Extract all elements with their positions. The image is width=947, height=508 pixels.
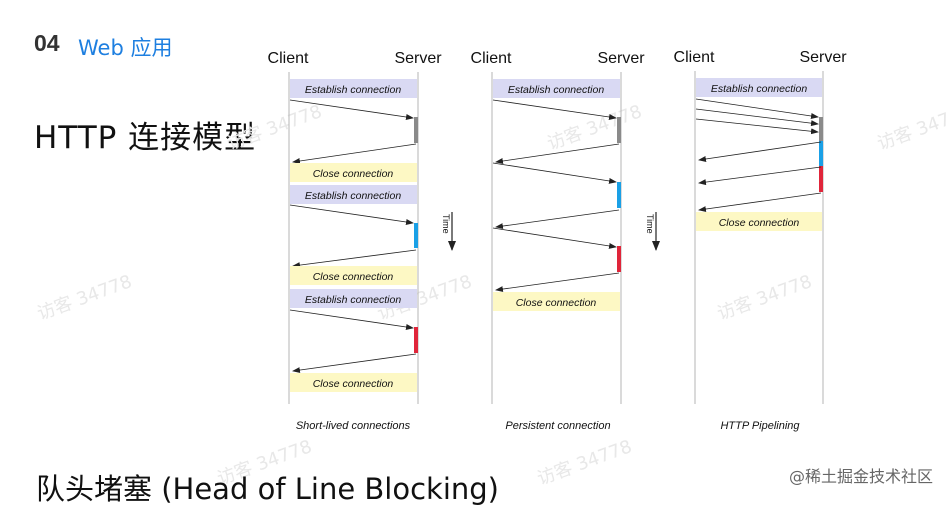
- close-label: Close connection: [313, 271, 394, 283]
- watermark: 访客 34778: [225, 101, 325, 155]
- response-arrow: [698, 141, 822, 162]
- response-arrow: [292, 353, 417, 374]
- time-label: Time: [645, 214, 655, 234]
- server-processing-bar: [617, 246, 621, 272]
- watermark-layer: 访客 34778 访客 34778 访客 34778 访客 34778 访客 3…: [35, 101, 947, 490]
- request-arrow: [289, 99, 414, 120]
- server-processing-bar: [414, 223, 418, 248]
- client-label: Client: [471, 50, 512, 67]
- server-processing-bar: [414, 117, 418, 143]
- close-label: Close connection: [516, 297, 597, 309]
- close-label: Close connection: [719, 217, 800, 229]
- close-box: [290, 373, 417, 392]
- time-axis: Time: [645, 212, 660, 251]
- server-processing-bar: [414, 327, 418, 353]
- close-label: Close connection: [313, 168, 394, 180]
- watermark: 访客 34778: [715, 271, 815, 325]
- page-title: HTTP 连接模型: [34, 120, 257, 156]
- establish-label: Establish connection: [508, 84, 604, 96]
- establish-label: Establish connection: [305, 84, 401, 96]
- watermark: 访客 34778: [35, 271, 135, 325]
- close-box: [290, 266, 417, 285]
- diagram-short-lived: Client Server Establish connection Close…: [268, 50, 443, 432]
- establish-box: [696, 78, 822, 97]
- response-arrow: [698, 192, 822, 213]
- server-processing-bar: [617, 182, 621, 208]
- close-box: [290, 163, 417, 182]
- source-credit: @稀土掘金技术社区: [788, 467, 933, 486]
- diagram-caption: HTTP Pipelining: [720, 420, 800, 432]
- response-arrow: [495, 209, 620, 230]
- response-arrow: [495, 143, 620, 164]
- close-label: Close connection: [313, 378, 394, 390]
- close-box: [493, 292, 620, 311]
- diagram-persistent: Client Server Establish connection Close…: [471, 50, 646, 432]
- time-axis: Time: [441, 212, 456, 251]
- server-processing-bar: [819, 166, 823, 192]
- response-arrow: [698, 166, 822, 186]
- request-arrow: [695, 108, 819, 127]
- request-arrow: [289, 309, 414, 330]
- establish-box: [290, 185, 417, 204]
- server-processing-bar: [617, 117, 621, 143]
- establish-box: [290, 79, 417, 98]
- establish-label: Establish connection: [305, 190, 401, 202]
- request-arrow: [492, 162, 617, 184]
- client-label: Client: [674, 49, 715, 66]
- diagram-pipelining: Client Server Establish connection Close…: [674, 49, 848, 432]
- server-label: Server: [799, 49, 847, 66]
- diagram-caption: Persistent connection: [505, 420, 610, 432]
- section-title: Web 应用: [78, 36, 173, 60]
- request-arrow: [695, 118, 819, 135]
- server-processing-bar: [819, 117, 823, 141]
- diagram-caption: Short-lived connections: [296, 420, 411, 432]
- request-arrow: [492, 227, 617, 249]
- response-arrow: [292, 249, 417, 269]
- watermark: 访客 34778: [535, 436, 635, 490]
- watermark: 访客 34778: [545, 101, 645, 155]
- establish-box: [493, 79, 620, 98]
- section-number: 04: [34, 30, 60, 56]
- time-label: Time: [441, 214, 451, 234]
- response-arrow: [292, 143, 417, 164]
- establish-label: Establish connection: [711, 83, 807, 95]
- request-arrow: [289, 204, 414, 225]
- server-label: Server: [597, 50, 645, 67]
- server-label: Server: [394, 50, 442, 67]
- request-arrow: [492, 99, 617, 120]
- watermark: 访客 34778: [875, 101, 947, 155]
- response-arrow: [495, 272, 620, 293]
- section-heading: 队头堵塞 (Head of Line Blocking): [36, 472, 499, 506]
- request-arrow: [695, 98, 819, 119]
- establish-label: Establish connection: [305, 294, 401, 306]
- close-box: [696, 212, 822, 231]
- client-label: Client: [268, 50, 309, 67]
- establish-box: [290, 289, 417, 308]
- server-processing-bar: [819, 141, 823, 166]
